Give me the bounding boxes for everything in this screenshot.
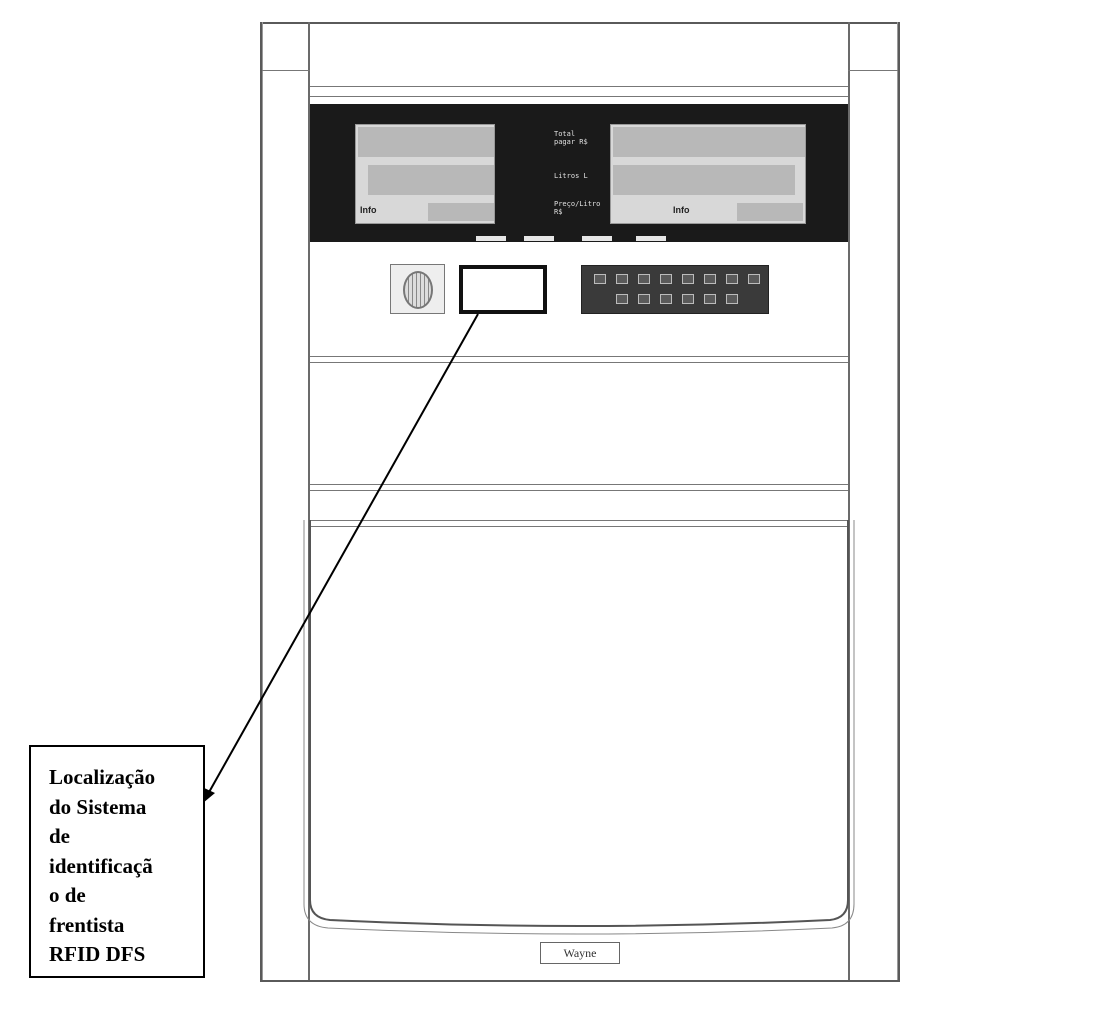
- left-price-digits: [428, 203, 494, 221]
- keypad-key[interactable]: [594, 274, 606, 284]
- left-pillar: [262, 22, 310, 980]
- brand-plate: Wayne: [540, 942, 620, 964]
- callout-line: o de: [49, 883, 86, 907]
- callout-box: Localização do Sistema de identificaçã o de f…: [29, 745, 205, 978]
- speaker-grille-icon: [403, 271, 433, 309]
- panel-divider-5: [310, 520, 848, 521]
- keypad-key[interactable]: [638, 274, 650, 284]
- keypad-key[interactable]: [682, 294, 694, 304]
- dispenser-frame: [260, 22, 900, 982]
- keypad-key[interactable]: [616, 294, 628, 304]
- top-cap-line-left: [262, 70, 310, 71]
- left-litres-digits: [368, 165, 494, 195]
- keypad-key[interactable]: [682, 274, 694, 284]
- panel-divider-3: [310, 484, 848, 485]
- right-lcd-panel: Info: [610, 124, 806, 224]
- left-display-brand: Info: [360, 205, 377, 215]
- keypad-key[interactable]: [660, 274, 672, 284]
- left-lcd-panel: Info: [355, 124, 495, 224]
- callout-line: identificaçã: [49, 853, 153, 878]
- nozzle-indicator-4: [636, 236, 666, 241]
- keypad-key[interactable]: [748, 274, 760, 284]
- nozzle-indicator-1: [476, 236, 506, 241]
- speaker: [390, 264, 445, 314]
- keypad-key[interactable]: [726, 274, 738, 284]
- top-cap-line-right: [848, 70, 898, 71]
- keypad-key[interactable]: [704, 294, 716, 304]
- display-window: Info Info Total pagar R$ Litros L Preço/…: [310, 104, 848, 242]
- right-price-digits: [737, 203, 803, 221]
- arrow-head-icon: [202, 787, 215, 803]
- callout-line: frentista: [49, 912, 125, 937]
- callout-text: Localização do Sistema de identificaçã o de f…: [49, 763, 199, 970]
- nozzle-indicator-2: [524, 236, 554, 241]
- panel-divider-1: [310, 356, 848, 357]
- callout-line: RFID DFS: [49, 942, 146, 966]
- left-total-digits: [358, 127, 494, 157]
- rfid-reader-location: [459, 265, 547, 314]
- keypad-key[interactable]: [726, 294, 738, 304]
- nozzle-indicator-3: [582, 236, 612, 241]
- callout-line: de: [49, 824, 70, 848]
- right-total-digits: [613, 127, 805, 157]
- panel-divider-4: [310, 490, 848, 491]
- right-display-brand: Info: [673, 205, 690, 215]
- keypad-key[interactable]: [704, 274, 716, 284]
- panel-divider-6: [310, 526, 848, 527]
- keypad-key[interactable]: [660, 294, 672, 304]
- leader-line: [207, 313, 479, 795]
- keypad[interactable]: [581, 265, 769, 314]
- callout-line: Localização: [49, 765, 156, 789]
- top-rail-line-2: [310, 96, 848, 97]
- panel-divider-2: [310, 362, 848, 363]
- right-pillar: [848, 22, 898, 980]
- keypad-key[interactable]: [616, 274, 628, 284]
- display-label-total: Total pagar R$: [554, 130, 588, 146]
- lower-door: [303, 520, 855, 935]
- top-rail-line: [310, 86, 848, 87]
- keypad-key[interactable]: [638, 294, 650, 304]
- callout-line: do Sistema: [49, 794, 147, 819]
- display-label-litres: Litros L: [554, 172, 588, 180]
- right-litres-digits: [613, 165, 795, 195]
- display-label-price: Preço/Litro R$: [554, 200, 601, 216]
